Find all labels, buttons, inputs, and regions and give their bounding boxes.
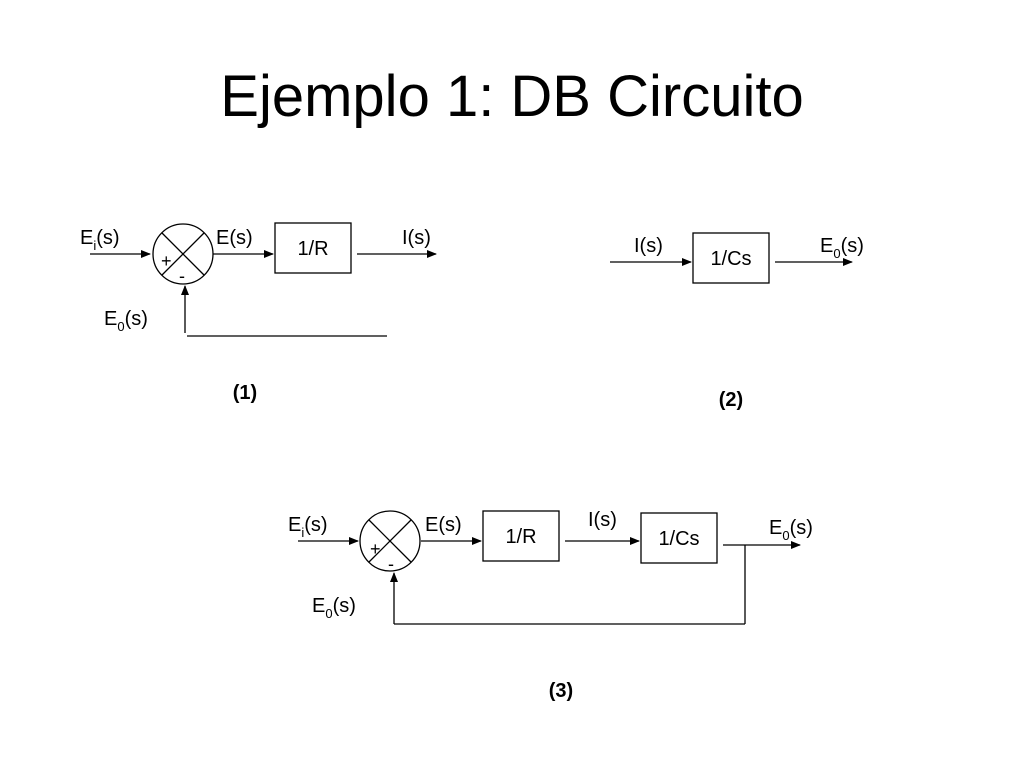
diagram-1: Ei(s) + - E(s) 1/R I(s) E0(s) (1)	[80, 222, 437, 404]
d3-input-label: Ei(s)	[288, 514, 328, 540]
d2-block-1-over-cs	[692, 232, 770, 284]
d2-input-label: I(s)	[634, 235, 663, 257]
d1-output-label: I(s)	[402, 227, 431, 249]
d1-feedback-label: E0(s)	[104, 308, 148, 334]
d2-output-label: E0(s)	[820, 235, 864, 261]
d1-block-1-over-r	[274, 222, 352, 274]
diagram-2: I(s) 1/Cs E0(s) (2)	[610, 232, 864, 411]
d3-minus-sign: -	[388, 554, 394, 574]
d1-error-label: E(s)	[216, 227, 253, 249]
d1-plus-sign: +	[161, 251, 172, 271]
d1-input-label: Ei(s)	[80, 227, 120, 253]
d1-block-label: 1/R	[297, 238, 328, 260]
d3-block2-label: 1/Cs	[658, 528, 699, 550]
d2-number: (2)	[719, 389, 743, 411]
d3-feedback-label: E0(s)	[312, 595, 356, 621]
d3-error-label: E(s)	[425, 514, 462, 536]
d3-block1-label: 1/R	[505, 526, 536, 548]
d3-output-label: E0(s)	[769, 517, 813, 543]
slide-title: Ejemplo 1: DB Circuito	[220, 64, 804, 129]
d3-block-1-over-cs	[640, 512, 718, 564]
d1-summing-junction: + -	[152, 223, 214, 286]
d1-minus-sign: -	[179, 266, 185, 286]
d3-number: (3)	[549, 680, 573, 702]
d3-block-1-over-r	[482, 510, 560, 562]
d1-number: (1)	[233, 382, 257, 404]
d3-mid-label: I(s)	[588, 509, 617, 531]
d3-summing-junction: + -	[359, 510, 421, 574]
d3-plus-sign: +	[370, 539, 381, 559]
diagram-3: Ei(s) + - E(s) 1/R I(s) 1/Cs E0(s) E0(s)…	[288, 509, 813, 702]
d2-block-label: 1/Cs	[710, 248, 751, 270]
